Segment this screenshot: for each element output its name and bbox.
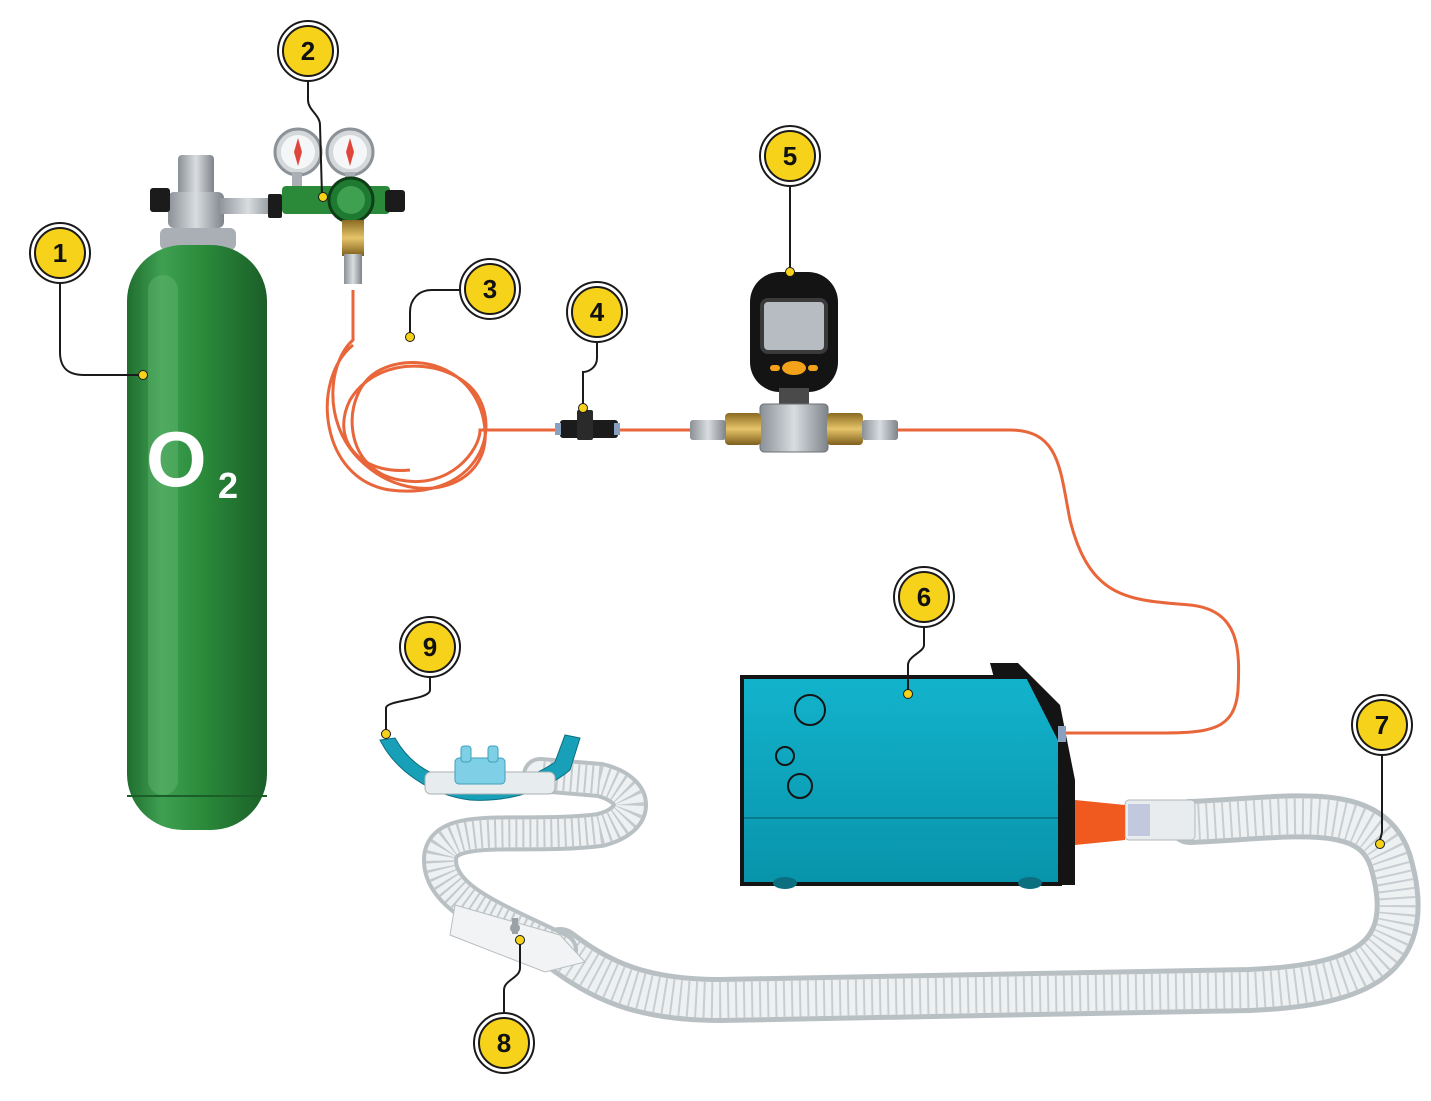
cannula-hose — [421, 757, 648, 968]
callout-9: 9 — [399, 616, 461, 678]
callout-7-number: 7 — [1375, 710, 1389, 740]
cylinder-label-o: O — [146, 415, 207, 503]
callout-3-number: 3 — [483, 274, 497, 304]
oxygen-tubing — [325, 290, 1241, 735]
callout-4: 4 — [566, 281, 628, 343]
callout-6-number: 6 — [917, 582, 931, 612]
heated-breathing-hose — [537, 793, 1421, 1024]
callout-9-number: 9 — [423, 632, 437, 662]
cylinder-label-2: 2 — [218, 465, 238, 506]
callout-1: 1 — [29, 222, 91, 284]
callout-1-number: 1 — [53, 238, 67, 268]
callout-anchor-dots — [138, 192, 1385, 945]
callout-5: 5 — [759, 125, 821, 187]
callout-6: 6 — [893, 566, 955, 628]
callout-2-number: 2 — [301, 36, 315, 66]
nasal-cannula — [379, 734, 581, 801]
callout-8: 8 — [473, 1012, 535, 1074]
t-connector — [555, 410, 620, 440]
callout-8-number: 8 — [497, 1028, 511, 1058]
callout-4-number: 4 — [590, 297, 605, 327]
callout-leaders — [59, 82, 1383, 1015]
callout-7: 7 — [1351, 694, 1413, 756]
flow-meter — [690, 272, 898, 453]
callout-3: 3 — [459, 258, 521, 320]
callout-2: 2 — [277, 20, 339, 82]
humidifier — [740, 663, 1125, 889]
oxygen-cylinder: O 2 — [127, 155, 282, 830]
callout-5-number: 5 — [783, 141, 797, 171]
pressure-regulator — [273, 127, 405, 284]
